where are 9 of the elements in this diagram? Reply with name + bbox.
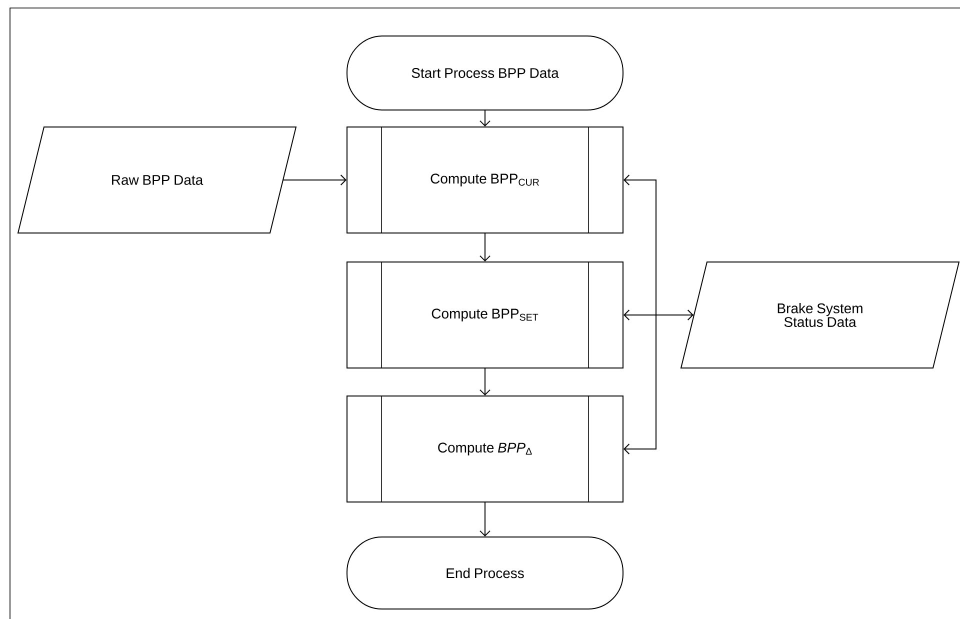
process-box: Compute BPP$_{Δ}$	[346, 395, 624, 503]
arrow	[480, 233, 490, 262]
process-box: Compute BPP$_{CUR}$	[346, 126, 624, 234]
arrow	[480, 368, 490, 396]
arrow	[480, 502, 490, 536]
arrow	[624, 310, 694, 320]
arrow	[480, 110, 490, 126]
process-box: Compute BPP$_{SET}$	[346, 261, 624, 369]
arrow	[283, 174, 346, 186]
